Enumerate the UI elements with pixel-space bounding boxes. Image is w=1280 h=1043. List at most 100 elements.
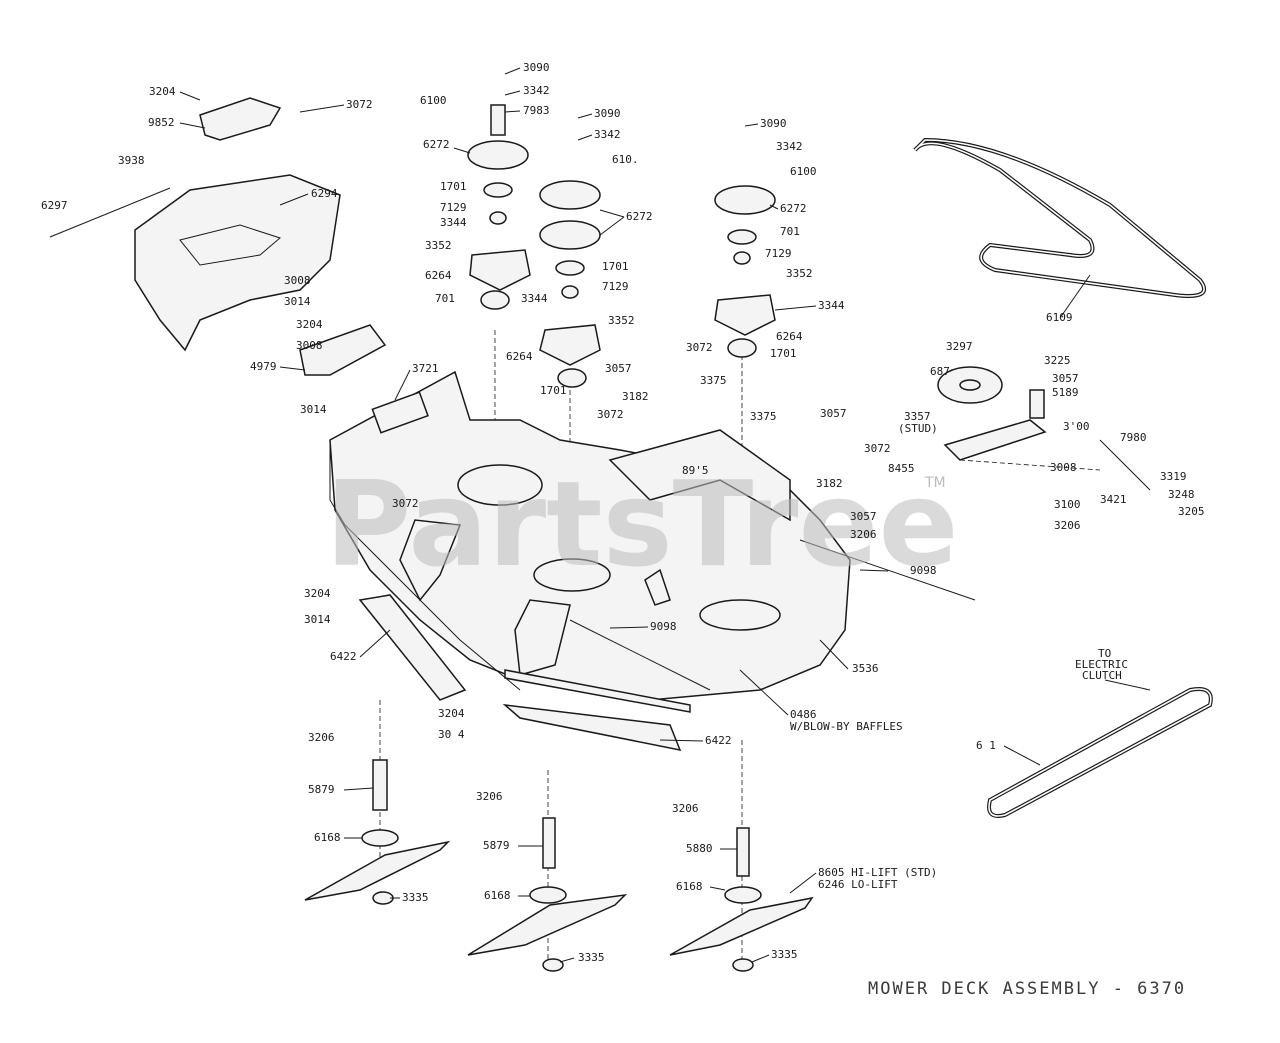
label-701: 701: [435, 292, 455, 305]
label-6272: 6272: [626, 210, 653, 223]
spindle-right: [714, 185, 776, 358]
label-6168: 6168: [314, 831, 341, 844]
label-6168: 6168: [484, 889, 511, 902]
label-1701: 1701: [540, 384, 567, 397]
label-6272: 6272: [423, 138, 450, 151]
label-5879: 5879: [308, 783, 335, 796]
label-3057: 3057: [605, 362, 632, 375]
label-7980: 7980: [1120, 431, 1147, 444]
label-3204: 3204: [149, 85, 176, 98]
label-5189: 5189: [1052, 386, 1079, 399]
label-7129: 7129: [765, 247, 792, 260]
label-701: 701: [780, 225, 800, 238]
label-3072: 3072: [597, 408, 624, 421]
label-3014: 3014: [284, 295, 311, 308]
label-3335: 3335: [578, 951, 605, 964]
label-3090: 3090: [594, 107, 621, 120]
label-3072: 3072: [346, 98, 373, 111]
label-3335: 3335: [402, 891, 429, 904]
label-3072: 3072: [392, 497, 419, 510]
label-5879: 5879: [483, 839, 510, 852]
label-3072: 3072: [864, 442, 891, 455]
belts: [913, 137, 1213, 818]
label-3352: 3352: [425, 239, 452, 252]
label-7983: 7983: [523, 104, 550, 117]
label-clutch: CLUTCH: [1082, 669, 1122, 682]
label-3100: 3100: [1054, 498, 1081, 511]
label-3344: 3344: [521, 292, 548, 305]
blade-sets: [304, 759, 814, 972]
label-3206: 3206: [476, 790, 503, 803]
deck-parts: [358, 594, 711, 752]
callout-labels: 3090 3342 6100 7983 3090 3342 610. 6272 …: [41, 61, 1205, 964]
label-3014: 3014: [300, 403, 327, 416]
label-1701: 1701: [440, 180, 467, 193]
label-3057: 3057: [1052, 372, 1079, 385]
label-3008: 3008: [296, 339, 323, 352]
label-3357: 3357: [904, 410, 931, 423]
label-baffles: W/BLOW-BY BAFFLES: [790, 720, 903, 733]
label-5880: 5880: [686, 842, 713, 855]
label-3090: 3090: [760, 117, 787, 130]
label-3057: 3057: [820, 407, 847, 420]
label-3375: 3375: [750, 410, 777, 423]
label-3182: 3182: [816, 477, 843, 490]
label-6109: 6109: [1046, 311, 1073, 324]
label-3090: 3090: [523, 61, 550, 74]
label-8455: 8455: [888, 462, 915, 475]
label-9098: 9098: [910, 564, 937, 577]
label-3182: 3182: [622, 390, 649, 403]
label-6101: 610.: [612, 153, 639, 166]
label-1701: 1701: [602, 260, 629, 273]
label-6264: 6264: [506, 350, 533, 363]
label-3204: 3204: [296, 318, 323, 331]
label-3344: 3344: [818, 299, 845, 312]
label-3014: 3014: [304, 613, 331, 626]
label-6294: 6294: [311, 187, 338, 200]
label-6100: 6100: [420, 94, 447, 107]
label-3319: 3319: [1160, 470, 1187, 483]
label-3205: 3205: [1178, 505, 1205, 518]
label-stud: (STUD): [898, 422, 938, 435]
label-electric: ELECTRIC: [1075, 658, 1128, 671]
label-3721: 3721: [412, 362, 439, 375]
label-3206: 3206: [850, 528, 877, 541]
trademark: TM: [924, 475, 946, 491]
label-7129: 7129: [440, 201, 467, 214]
label-3206: 3206: [1054, 519, 1081, 532]
label-3938: 3938: [118, 154, 145, 167]
belt-cover: [49, 97, 387, 376]
label-3344: 3344: [440, 216, 467, 229]
label-6272: 6272: [780, 202, 807, 215]
label-to: TO: [1098, 647, 1111, 660]
label-3352: 3352: [608, 314, 635, 327]
label-3072: 3072: [686, 341, 713, 354]
label-6422: 6422: [330, 650, 357, 663]
label-9852: 9852: [148, 116, 175, 129]
label-6422: 6422: [705, 734, 732, 747]
label-3008: 3008: [284, 274, 311, 287]
label-3206: 3206: [308, 731, 335, 744]
label-9098: 9098: [650, 620, 677, 633]
deck-shell: [329, 370, 851, 701]
idler-assembly: [799, 366, 1151, 601]
watermark: PartsTree: [325, 455, 959, 593]
label-8605: 8605 HI-LIFT (STD): [818, 866, 937, 879]
leader-lines: [179, 67, 1151, 963]
spindle-left: [467, 104, 531, 310]
label-3536: 3536: [852, 662, 879, 675]
label-6246: 6246 LO-LIFT: [818, 878, 898, 891]
label-3352: 3352: [786, 267, 813, 280]
label-3206: 3206: [672, 802, 699, 815]
label-6264: 6264: [425, 269, 452, 282]
label-3342: 3342: [594, 128, 621, 141]
label-3342: 3342: [523, 84, 550, 97]
diagram-title: MOWER DECK ASSEMBLY - 6370: [868, 979, 1186, 999]
label-3057: 3057: [850, 510, 877, 523]
label-0486: 0486: [790, 708, 817, 721]
label-6297: 6297: [41, 199, 68, 212]
label-3335: 3335: [771, 948, 798, 961]
label-6100: 6100: [790, 165, 817, 178]
label-3248: 3248: [1168, 488, 1195, 501]
